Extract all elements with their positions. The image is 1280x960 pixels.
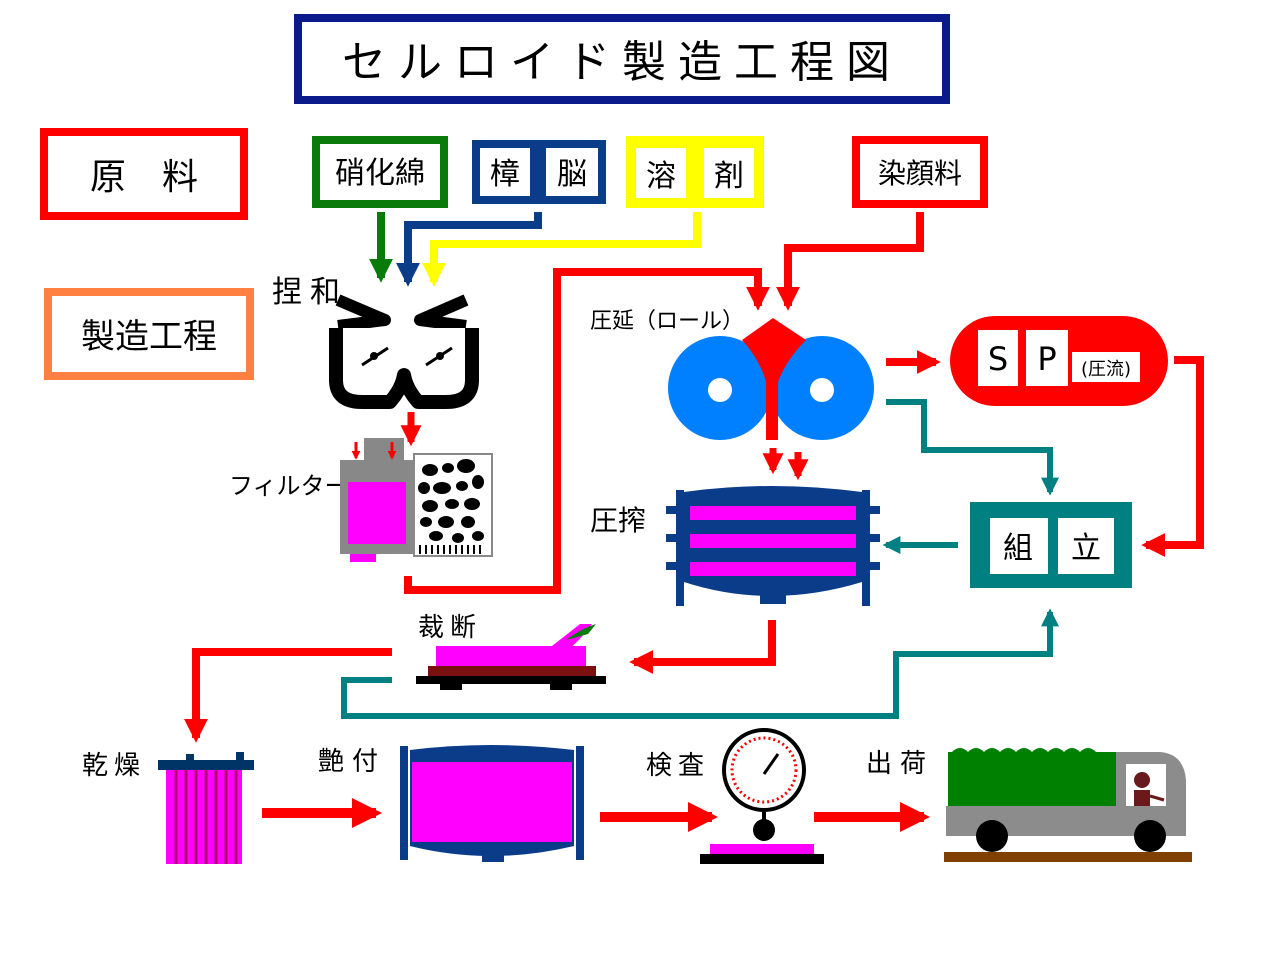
scale-icon <box>700 728 824 864</box>
roller-icon <box>668 318 874 440</box>
assembly-label-2: 立 <box>1071 531 1101 566</box>
sp-letter-s: S <box>988 340 1008 378</box>
legend-raw-material: 原 料 <box>40 128 248 220</box>
dryer-icon <box>158 752 254 864</box>
solvent-label-2: 剤 <box>714 159 744 194</box>
filter-label: フィルター <box>229 472 349 500</box>
arrow-dye-to-rolling <box>776 212 924 311</box>
assembly-box: 組 立 <box>970 502 1132 588</box>
cutting-label: 裁断 <box>418 613 482 643</box>
nitrocellulose-label: 硝化綿 <box>335 156 425 191</box>
seasoning-label: 艶付 <box>318 747 386 777</box>
kneader-icon <box>329 294 479 409</box>
title-box: セルロイド製造工程図 <box>294 14 950 104</box>
arrow-camphor <box>396 212 542 287</box>
drying-label: 乾燥 <box>82 751 146 781</box>
material-dye: 染顔料 <box>852 136 988 208</box>
sp-note: (圧流) <box>1081 359 1131 380</box>
diagram-title: セルロイド製造工程図 <box>342 37 902 88</box>
material-nitrocellulose: 硝化綿 <box>312 136 448 208</box>
seasoning-icon <box>400 745 584 862</box>
arrow-sp-to-assembly <box>1141 356 1204 557</box>
camphor-label-2: 脳 <box>557 157 587 192</box>
pressing-label: 圧搾 <box>590 504 646 537</box>
material-solvent: 溶 剤 <box>626 136 764 208</box>
assembly-label-1: 組 <box>1003 531 1033 566</box>
legend-raw-label: 原 料 <box>90 157 198 198</box>
solvent-label-1: 溶 <box>646 159 676 194</box>
legend-process-label: 製造工程 <box>81 317 217 357</box>
arrow-rolling-to-assembly <box>886 399 1059 496</box>
material-camphor: 樟 脳 <box>472 140 606 204</box>
sp-letter-p: P <box>1037 340 1056 378</box>
arrow-cutting-to-assembly <box>341 608 1059 719</box>
dye-label: 染顔料 <box>878 157 962 190</box>
inspection-label: 検査 <box>646 751 710 781</box>
press-icon <box>666 486 880 606</box>
sp-box: S P (圧流) <box>950 316 1168 406</box>
shipping-label: 出荷 <box>866 749 934 779</box>
cutter-icon <box>416 624 606 690</box>
arrow-press-to-cutting <box>629 620 776 674</box>
arrow-cutting-to-drying <box>184 648 392 743</box>
arrow-filter-to-rolling <box>404 268 770 594</box>
rolling-label: 圧延（ロール） <box>590 309 744 334</box>
legend-process: 製造工程 <box>44 288 254 380</box>
arrow-solvent <box>422 212 701 287</box>
filter-icon <box>340 438 493 562</box>
kneading-label: 捏和 <box>272 275 348 310</box>
camphor-label-1: 樟 <box>490 157 520 192</box>
truck-icon <box>944 748 1192 862</box>
